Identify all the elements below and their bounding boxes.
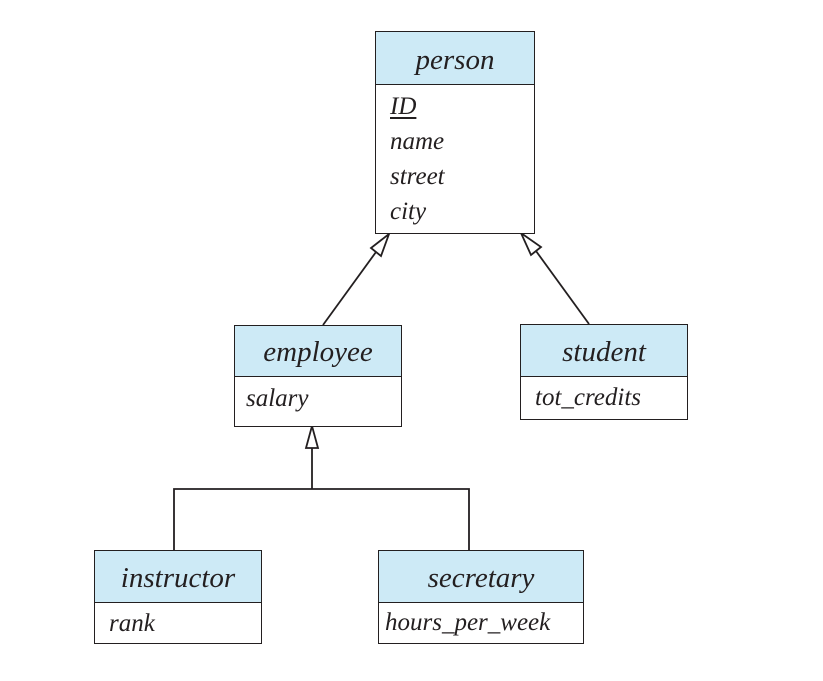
entity-employee: employee salary — [234, 325, 402, 427]
entity-student-title: student — [562, 336, 646, 368]
entity-instructor-name: instructor — [95, 551, 261, 603]
entity-employee-attributes: salary — [235, 377, 401, 416]
entity-student-attributes: tot_credits — [521, 377, 687, 415]
attribute-rank: rank — [109, 610, 155, 637]
employee-to-person-arrowhead — [369, 231, 391, 258]
specialization-branch-line — [173, 488, 470, 550]
entity-employee-name: employee — [235, 326, 401, 377]
entity-secretary-title: secretary — [427, 562, 535, 594]
specialization-arrowhead — [304, 422, 320, 449]
student-to-person-arrowhead — [518, 230, 543, 257]
entity-secretary: secretary hours_per_week — [378, 550, 584, 644]
attribute-tot-credits: tot_credits — [535, 384, 642, 411]
entity-student: student tot_credits — [520, 324, 688, 420]
entity-person-attributes: ID name street city — [376, 85, 534, 229]
entity-secretary-attributes: hours_per_week — [379, 603, 583, 640]
entity-instructor-attributes: rank — [95, 603, 261, 641]
attribute-city: city — [390, 198, 427, 225]
attribute-hours-per-week: hours_per_week — [385, 609, 551, 636]
entity-instructor-title: instructor — [120, 562, 236, 594]
attribute-id-primary-key: ID — [390, 93, 417, 120]
entity-person-title: person — [415, 44, 495, 76]
attribute-salary: salary — [246, 385, 309, 412]
entity-person-name: person — [376, 32, 534, 85]
entity-instructor: instructor rank — [94, 550, 262, 644]
attribute-name: name — [390, 128, 445, 155]
attribute-street: street — [390, 163, 445, 190]
entity-person: person ID name street city — [375, 31, 535, 234]
student-to-person-line — [535, 250, 590, 325]
entity-student-name: student — [521, 325, 687, 377]
employee-to-person-line — [322, 251, 377, 326]
entity-employee-title: employee — [263, 336, 373, 368]
entity-secretary-name: secretary — [379, 551, 583, 603]
